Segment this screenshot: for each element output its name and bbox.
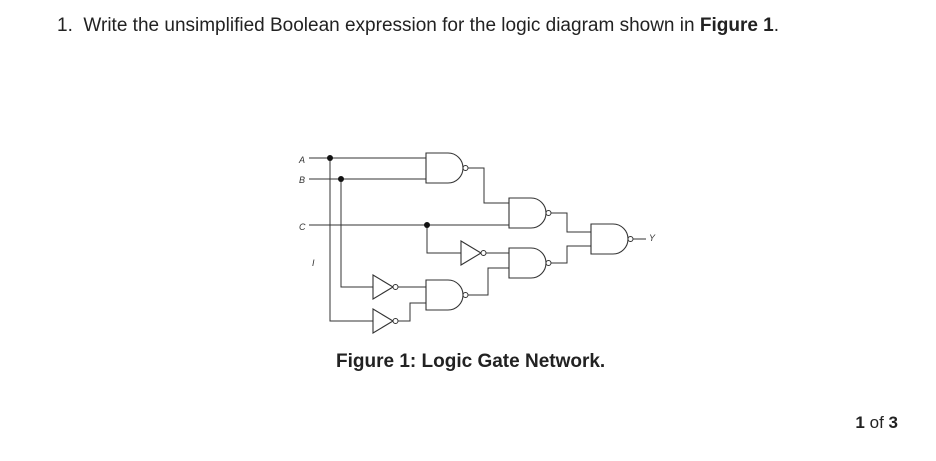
not-gate-b [372,274,399,300]
junction-a [327,155,333,161]
page-of-label: of [869,413,884,432]
wire-b [309,178,426,288]
page-current: 1 [855,413,865,432]
wire-a [309,157,426,322]
nand-gate-4 [508,247,552,279]
junction-b [338,176,344,182]
question-text: 1. Write the unsimplified Boolean expres… [57,15,779,37]
question-end: . [773,15,780,36]
nand-gate-1 [425,152,469,184]
wire-g2-g4 [468,267,509,296]
page-counter: 1 of 3 [855,413,898,433]
not-gate-c [460,240,487,266]
wire-nota-g2 [398,302,426,322]
output-label-y: Y [649,233,656,243]
wire-g4-g5 [551,245,591,264]
nand-gate-2 [425,279,469,311]
nand-gate-5 [590,223,634,255]
not-gate-a [372,308,399,334]
wire-g1-g3 [468,167,509,204]
input-label-a: A [298,155,305,165]
input-label-c: C [299,222,306,232]
input-label-b: B [299,175,305,185]
page-total: 3 [888,413,898,432]
question-number: 1. [57,15,73,36]
wire-c [309,224,509,254]
input-label-i: I [312,258,315,268]
wire-g3-g5 [551,212,591,233]
figure-caption: Figure 1: Logic Gate Network. [336,351,606,372]
junction-c [424,222,430,228]
figure-reference: Figure 1 [699,15,774,36]
question-body: Write the unsimplified Boolean expressio… [83,15,695,36]
nand-gate-3 [508,197,552,229]
